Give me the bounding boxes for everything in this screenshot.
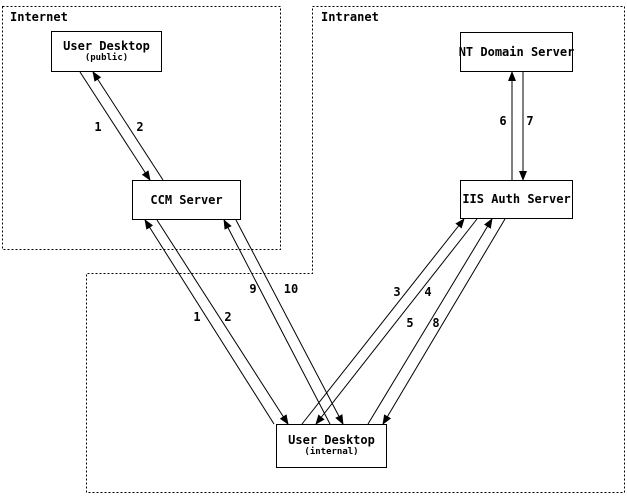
edge-step-label-2: 2: [136, 120, 143, 134]
edge-user-desktop-internal-to-ccm-server: [144, 219, 275, 425]
edge-step-label-1: 1: [94, 120, 101, 134]
edge-user-desktop-internal-to-iis-auth-server: [301, 218, 465, 425]
node-title: User Desktop: [63, 38, 150, 53]
edge-step-label-10: 10: [284, 282, 298, 296]
zone-label-intranet: Intranet: [321, 10, 379, 24]
node-ccm-server: CCM Server: [132, 180, 241, 220]
node-nt-domain-server: NT Domain Server: [458, 32, 575, 72]
node-user-desktop-public: User Desktop (public): [51, 31, 162, 72]
edge-iis-auth-server-to-user-desktop-internal: [315, 218, 478, 425]
edge-step-label-8: 8: [432, 316, 439, 330]
internet-zone-border: [2, 6, 281, 250]
node-title: IIS Auth Server: [462, 192, 571, 206]
edge-user-desktop-public-to-ccm-server: [79, 71, 151, 181]
edge-step-label-2: 2: [224, 310, 231, 324]
edge-ccm-server-to-user-desktop-internal: [235, 219, 344, 425]
edge-iis-auth-server-to-user-desktop-internal: [382, 218, 506, 425]
edge-step-label-9: 9: [249, 282, 256, 296]
node-iis-auth-server: IIS Auth Server: [460, 180, 573, 219]
node-title: CCM Server: [150, 192, 223, 207]
edge-user-desktop-internal-to-iis-auth-server: [367, 218, 493, 425]
edge-step-label-1: 1: [193, 310, 200, 324]
edge-step-label-4: 4: [424, 285, 431, 299]
edge-step-label-7: 7: [526, 114, 533, 128]
edge-step-label-3: 3: [393, 285, 400, 299]
intranet-zone-border: [86, 6, 625, 493]
edge-ccm-server-to-user-desktop-internal: [156, 219, 289, 425]
edge-step-label-6: 6: [499, 114, 506, 128]
node-title: NT Domain Server: [458, 44, 575, 59]
edge-user-desktop-internal-to-ccm-server: [223, 219, 331, 425]
node-subtitle: (internal): [304, 447, 359, 457]
node-title: User Desktop: [288, 433, 375, 447]
edge-step-label-5: 5: [406, 316, 413, 330]
zone-label-internet: Internet: [10, 10, 68, 24]
node-user-desktop-internal: User Desktop (internal): [276, 424, 387, 468]
edges-group: 1 2 1 2 9 10 3 4 5 8 6 7: [79, 71, 534, 425]
node-subtitle: (public): [84, 52, 129, 63]
edge-ccm-server-to-user-desktop-public: [92, 71, 164, 181]
